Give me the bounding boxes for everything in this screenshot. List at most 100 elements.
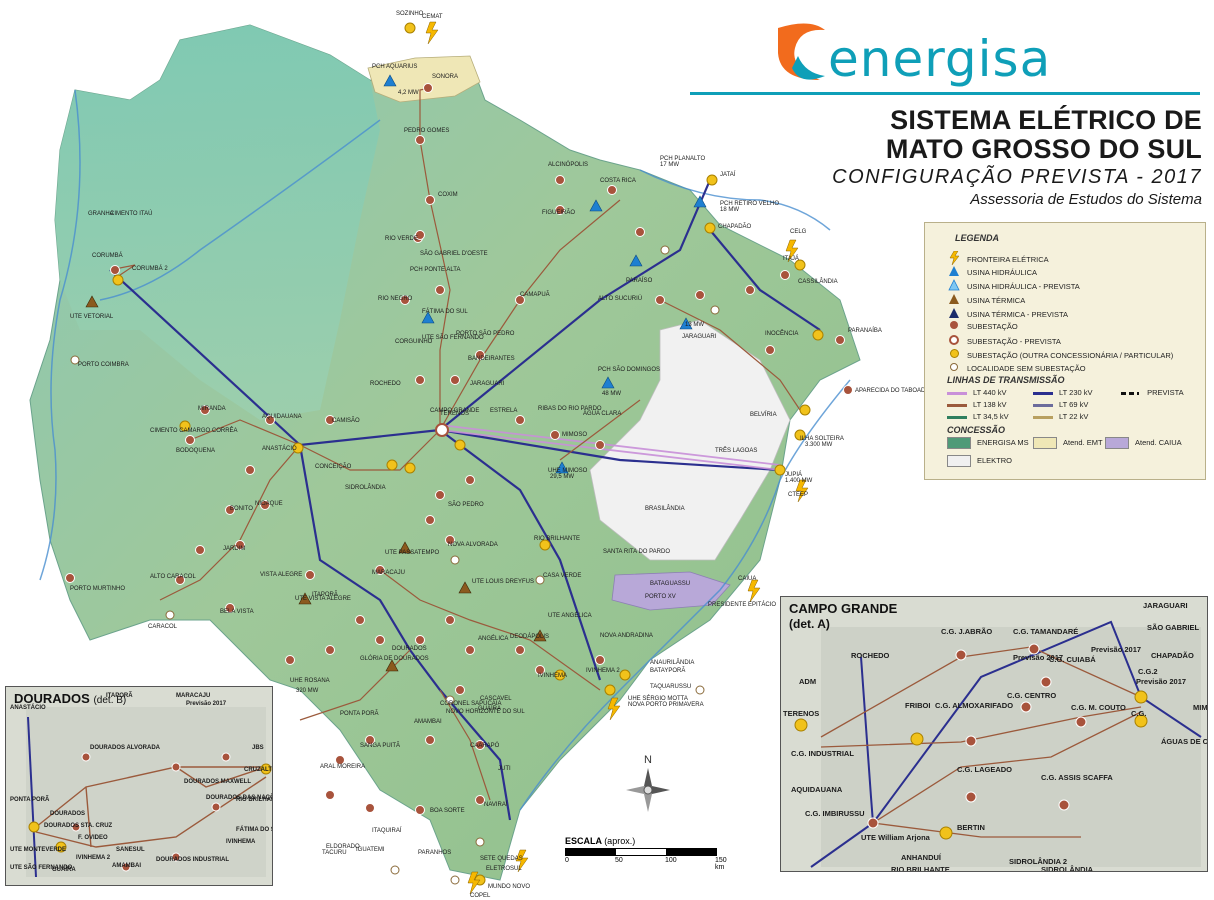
map-label: PONTA PORÃ xyxy=(340,710,379,717)
map-label: CASCAVEL xyxy=(480,696,512,702)
legend-item: SUBESTAÇÃO - PREVISTA xyxy=(947,335,1061,347)
map-label: BELVÍRIA xyxy=(750,411,777,418)
map-label: CIMENTO CAMARGO CORRÊA xyxy=(150,426,238,434)
scale-title: ESCALA xyxy=(565,836,602,846)
inset-label: C.G. ALMOXARIFADO xyxy=(935,701,1014,710)
legend-title: LEGENDA xyxy=(955,233,1000,243)
map-label: PARAÍSO xyxy=(626,277,653,284)
inset-label: TERENOS xyxy=(783,709,820,718)
map-label: ARAL MOREIRA xyxy=(320,764,365,770)
emt-area xyxy=(367,55,481,103)
legend-line-item: LT 440 kV xyxy=(947,387,1007,399)
map-label: 17 MW xyxy=(660,162,679,168)
inset-label: PONTA PORÃ xyxy=(10,797,50,803)
inset-label: Previsão 2017 xyxy=(1013,653,1064,662)
map-label: PCH PONTE ALTA xyxy=(410,267,460,273)
map-label: CORGUINHO xyxy=(395,339,433,345)
inset-label: ITAPORÃ xyxy=(106,693,133,699)
map-label: SANTA RITA DO PARDO xyxy=(603,549,670,555)
map-label: TAQUARUSSU xyxy=(650,684,691,690)
map-label: JATAÍ xyxy=(720,171,736,178)
substation-other-icon xyxy=(947,349,961,362)
legend-item-label: USINA HIDRÁULICA - PREVISTA xyxy=(967,282,1080,291)
map-label: DOURADOS xyxy=(392,646,427,652)
legend-line-item: LT 138 kV xyxy=(947,399,1007,411)
map-label: ELETROSUL xyxy=(486,866,522,872)
inset-label: AQUIDAUANA xyxy=(791,785,843,794)
inset-label: C.G. IMBIRUSSU xyxy=(805,809,865,818)
map-label: CORONEL SAPUCAIA xyxy=(440,701,501,707)
map-label: VISTA ALEGRE xyxy=(260,572,302,578)
map-label: CAIUA xyxy=(738,576,756,582)
inset-label: FRIBOI xyxy=(905,701,931,710)
map-label: BONITO xyxy=(230,506,253,512)
hydro-triangle-icon xyxy=(947,265,961,281)
map-label: PCH AQUARIUS xyxy=(372,64,417,70)
map-label: 48 MW xyxy=(602,391,621,397)
inset-label: C.G.2 xyxy=(1138,667,1158,676)
map-label: GRANHA xyxy=(88,211,114,217)
map-label: UHE SÉRGIO MOTTA xyxy=(628,695,688,702)
title-line-3: CONFIGURAÇÃO PREVISTA - 2017 xyxy=(832,166,1202,188)
legend-item-label: LOCALIDADE SEM SUBESTAÇÃO xyxy=(967,364,1086,374)
map-label: COXIM xyxy=(438,192,458,198)
map-label: SÃO GABRIEL D'OESTE xyxy=(420,250,488,257)
map-label: PORTO XV xyxy=(645,594,676,600)
map-label: ALTO CARACOL xyxy=(150,574,196,580)
map-label: PCH RETIRO VELHO xyxy=(720,201,779,207)
map-label: PEDRO GOMES xyxy=(404,128,449,134)
map-label: CAMISÃO xyxy=(332,417,360,424)
map-label: ITAQUIRAÍ xyxy=(372,827,402,834)
inset-label: GUAÍRA xyxy=(52,867,76,873)
scale-tick: 0 xyxy=(565,857,569,864)
map-label: COSTA RICA xyxy=(600,178,636,184)
map-label: RIO NEGRO xyxy=(378,296,413,302)
thermal-triangle-icon xyxy=(947,293,961,309)
inset-label: CHAPADÃO xyxy=(1151,651,1194,660)
inset-label: ÁGUAS DE C. G. xyxy=(1161,737,1208,746)
map-label: 3.300 MW xyxy=(805,442,833,448)
inset-label: ADM xyxy=(799,677,817,686)
legend-line-item: LT 230 kV xyxy=(1033,387,1093,399)
rivers xyxy=(39,89,851,811)
map-label: DEODÁPOLIS xyxy=(510,633,549,640)
inset-label: DOURADOS STA. CRUZ xyxy=(44,823,113,829)
map-label: ANGÉLICA xyxy=(478,635,508,642)
inset-label: C.G. LAGEADO xyxy=(957,765,1013,774)
map-label: NOVO HORIZONTE DO SUL xyxy=(446,709,525,715)
legend-item: USINA TÉRMICA - PREVISTA xyxy=(947,307,1068,319)
inset-label: Previsão 2017 xyxy=(1136,677,1187,686)
map-label: UTE ANGÉLICA xyxy=(548,612,592,619)
inset-label: DOURADOS MAXWELL xyxy=(184,779,251,785)
map-label: SIDROLÂNDIA xyxy=(345,484,386,491)
title-line-4: Assessoria de Estudos do Sistema xyxy=(970,191,1202,208)
legend-concession-item: Atend. CAIUA xyxy=(1105,437,1182,450)
legend-concession-item: Atend. EMT xyxy=(1033,437,1103,450)
inset-label: CRUZALTINA xyxy=(244,767,272,773)
map-label: ROCHEDO xyxy=(370,381,401,387)
inset-label: IVINHEMA 2 xyxy=(76,855,111,861)
map-label: 320 MW xyxy=(296,688,319,694)
inset-label: DOURADOS DAS NAÇÕES xyxy=(206,795,272,801)
scale-tick: 100 xyxy=(665,857,677,864)
map-label: PORTO MURTINHO xyxy=(70,586,125,592)
map-label: PRESIDENTE EPITÁCIO xyxy=(708,601,776,608)
map-label: JARAGUARI xyxy=(682,334,717,340)
inset-label: SANESUL xyxy=(116,847,145,853)
inset-label: DOURADOS xyxy=(50,811,86,817)
map-label: CASA VERDE xyxy=(543,573,581,579)
legend-lines-title: LINHAS DE TRANSMISSÃO xyxy=(947,375,1065,385)
map-label: TACURU xyxy=(322,850,347,856)
map-label: CHAPADÃO xyxy=(718,223,752,230)
map-label: ANAURILÂNDIA xyxy=(650,659,694,666)
map-label: ILHA SOLTEIRA xyxy=(800,436,844,442)
map-label: SÃO PEDRO xyxy=(448,501,484,508)
inset-label: MIMOSO xyxy=(1193,703,1208,712)
legend-line-item: LT 69 kV xyxy=(1033,399,1088,411)
inset-label: C.G. TAMANDARÉ xyxy=(1013,627,1079,636)
map-label: BRASILÂNDIA xyxy=(645,505,685,512)
map-label: PCH PLANALTO xyxy=(660,156,705,162)
